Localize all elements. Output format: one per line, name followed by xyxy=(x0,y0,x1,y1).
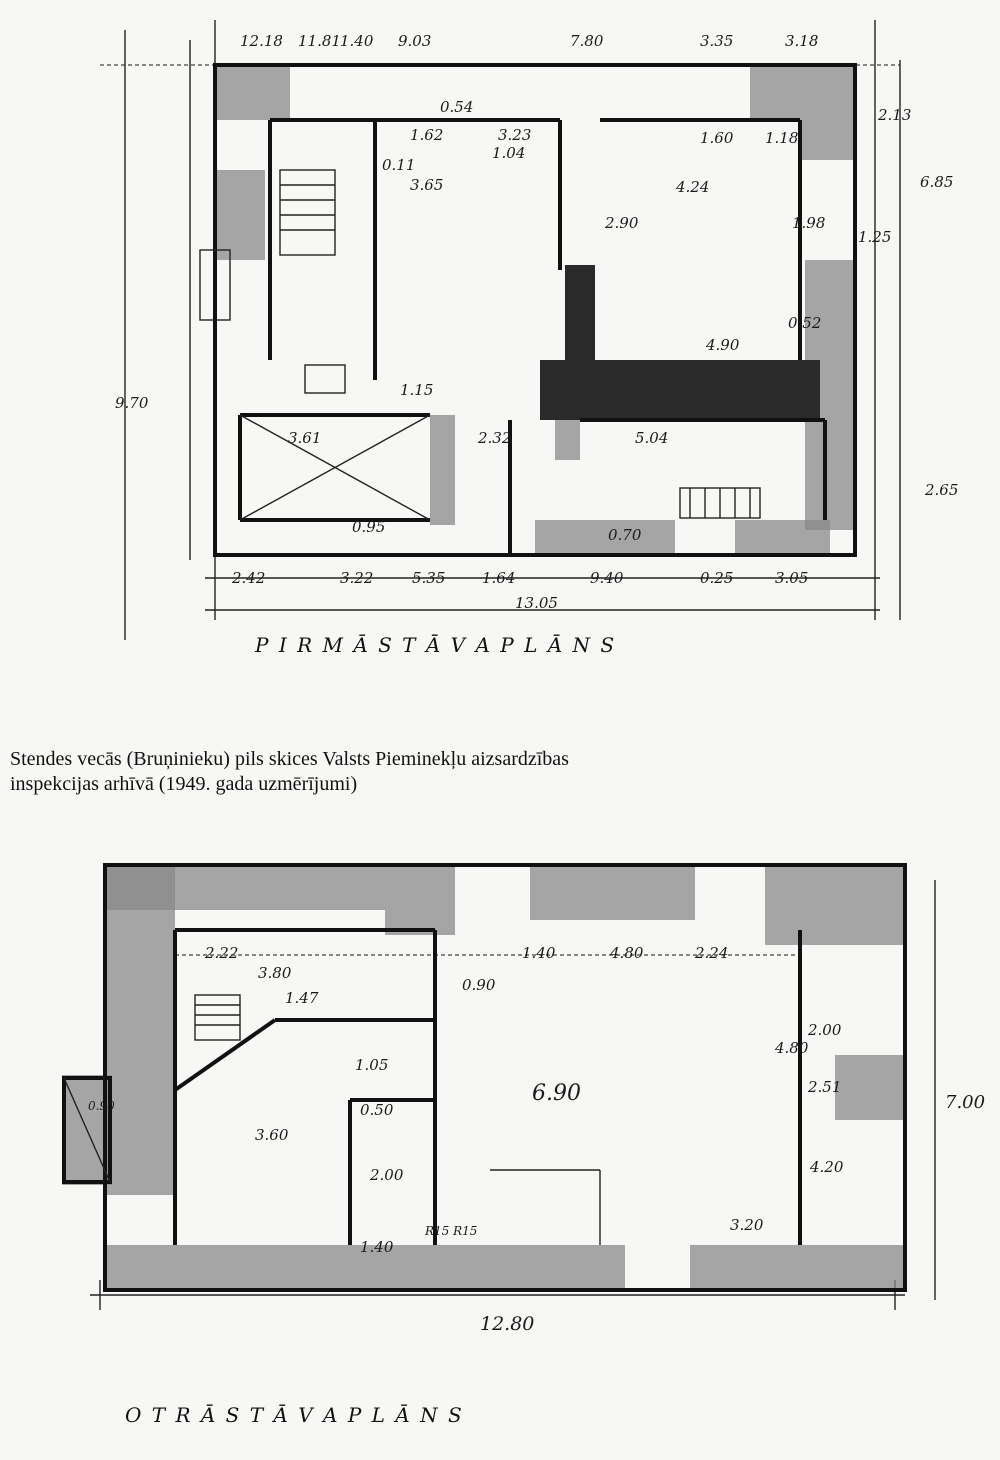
dim-label: 7.80 xyxy=(570,32,604,50)
dim-label: 2.13 xyxy=(877,106,911,124)
dim-label: 9.70 xyxy=(115,394,149,412)
dim-label: 2.24 xyxy=(694,944,728,962)
dim-label: 1.05 xyxy=(355,1056,388,1074)
dim-label: 2.65 xyxy=(924,481,958,499)
dim-label: 6.90 xyxy=(532,1081,581,1106)
dim-label: 0.90 xyxy=(88,1099,115,1113)
room-dimensions: 2.22 3.80 1.47 1.40 4.80 2.24 0.90 1.05 … xyxy=(88,944,985,1335)
bottom-dimensions: 2.42 3.22 5.35 1.64 9.40 0.25 3.05 xyxy=(231,569,808,587)
dim-label: 0.25 xyxy=(700,569,733,587)
dim-label: 4.80 xyxy=(774,1039,809,1057)
wall-masses xyxy=(62,865,905,1290)
dim-label: 11.81 xyxy=(298,32,341,50)
stairs xyxy=(194,994,241,1041)
dim-label: 3.22 xyxy=(340,569,373,587)
dim-label: 1.40 xyxy=(360,1238,394,1256)
dim-label: 4.24 xyxy=(675,178,709,196)
dim-label: 4.90 xyxy=(705,336,740,354)
dim-label: 0.90 xyxy=(462,976,496,994)
dim-label: 1.25 xyxy=(858,228,891,246)
dim-label: 1.64 xyxy=(482,569,515,587)
dim-label: 12.18 xyxy=(240,32,283,50)
dim-label: 2.22 xyxy=(204,944,238,962)
first-floor-plan: 12.18 11.81 1.40 9.03 7.80 3.35 3.18 2.1… xyxy=(100,20,958,657)
dim-label: 0.50 xyxy=(360,1101,394,1119)
dim-label: 2.00 xyxy=(369,1166,404,1184)
dim-label: 1.40 xyxy=(522,944,556,962)
stairs xyxy=(279,169,761,519)
dim-label: 9.40 xyxy=(590,569,624,587)
dim-label: 12.80 xyxy=(480,1313,534,1335)
dim-label: 1.04 xyxy=(492,144,525,162)
dim-label: 4.80 xyxy=(609,944,644,962)
dim-label: 0.95 xyxy=(352,518,385,536)
dim-label: 0.54 xyxy=(440,98,473,116)
dim-label: 2.00 xyxy=(807,1021,842,1039)
dim-label: 1.98 xyxy=(792,214,825,232)
dim-label: 3.18 xyxy=(785,32,818,50)
dim-label: 1.60 xyxy=(700,129,734,147)
dim-label: 7.00 xyxy=(945,1092,985,1113)
dim-label: 3.23 xyxy=(498,126,531,144)
dim-label: 3.35 xyxy=(700,32,733,50)
dim-label: 1.40 xyxy=(340,32,374,50)
walls xyxy=(199,63,857,557)
dim-label: 9.03 xyxy=(398,32,431,50)
dim-label: 2.51 xyxy=(807,1078,841,1096)
room-dimensions: 2.13 6.85 1.04 0.54 1.62 3.23 1.60 1.18 … xyxy=(115,98,958,612)
walls xyxy=(62,863,907,1292)
second-floor-plan: 2.22 3.80 1.47 1.40 4.80 2.24 0.90 1.05 … xyxy=(62,863,985,1427)
figure-caption: Stendes vecās (Bruņinieku) pils skices V… xyxy=(10,747,730,797)
dim-label: 0.70 xyxy=(608,526,642,544)
dim-label: 3.61 xyxy=(288,429,321,447)
caption-line: Stendes vecās (Bruņinieku) pils skices V… xyxy=(10,748,569,770)
dim-label: 6.85 xyxy=(920,173,953,191)
wall-masses xyxy=(215,65,855,555)
dim-label: 1.62 xyxy=(410,126,443,144)
top-dimensions: 12.18 11.81 1.40 9.03 7.80 3.35 3.18 xyxy=(240,32,818,50)
dim-label: 2.32 xyxy=(477,429,511,447)
dim-label: 2.90 xyxy=(604,214,639,232)
dim-label: 0.52 xyxy=(788,314,821,332)
dim-label: 2.42 xyxy=(231,569,265,587)
dim-label: 1.47 xyxy=(285,989,319,1007)
dim-label: 3.80 xyxy=(258,964,292,982)
dim-label: 3.20 xyxy=(730,1216,764,1234)
second-floor-title: O T R Ā S T Ā V A P L Ā N S xyxy=(125,1403,464,1427)
first-floor-title: P I R M Ā S T Ā V A P L Ā N S xyxy=(254,633,616,657)
dim-label: 13.05 xyxy=(515,594,558,612)
dim-label: 4.20 xyxy=(809,1158,844,1176)
dim-label: 0.11 xyxy=(382,156,415,174)
dim-label: 3.65 xyxy=(410,176,443,194)
dim-label: 3.05 xyxy=(775,569,808,587)
dim-label: 1.18 xyxy=(765,129,798,147)
dim-label: 5.04 xyxy=(635,429,668,447)
dim-label: R15 R15 xyxy=(424,1224,477,1238)
dim-label: 5.35 xyxy=(412,569,445,587)
dim-label: 3.60 xyxy=(255,1126,289,1144)
caption-line: inspekcijas arhīvā (1949. gada uzmērījum… xyxy=(10,773,358,795)
dim-label: 1.15 xyxy=(400,381,433,399)
